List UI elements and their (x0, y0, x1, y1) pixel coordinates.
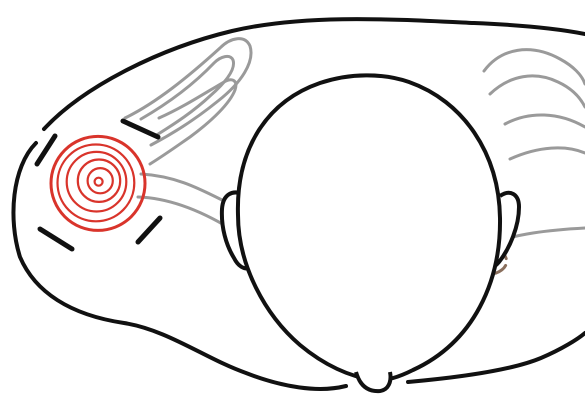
marker-top-left (37, 136, 55, 164)
nose-tip (356, 372, 391, 391)
marker-bottom-left (40, 229, 72, 249)
right-pelvis-ridge (505, 115, 585, 127)
right-pelvis-outline (484, 50, 585, 84)
marker-top-right (123, 121, 158, 137)
head-outline (238, 75, 500, 380)
target-ring (88, 168, 113, 193)
target-ring (95, 178, 103, 186)
concentric-target-icon (51, 136, 145, 230)
head-outline-icon (222, 75, 519, 391)
right-pelvis-lower (510, 148, 585, 159)
target-ring (51, 136, 145, 230)
marker-bottom-right (138, 218, 160, 242)
right-pelvis-inner (490, 76, 585, 107)
left-pelvis-ridge (150, 80, 236, 164)
